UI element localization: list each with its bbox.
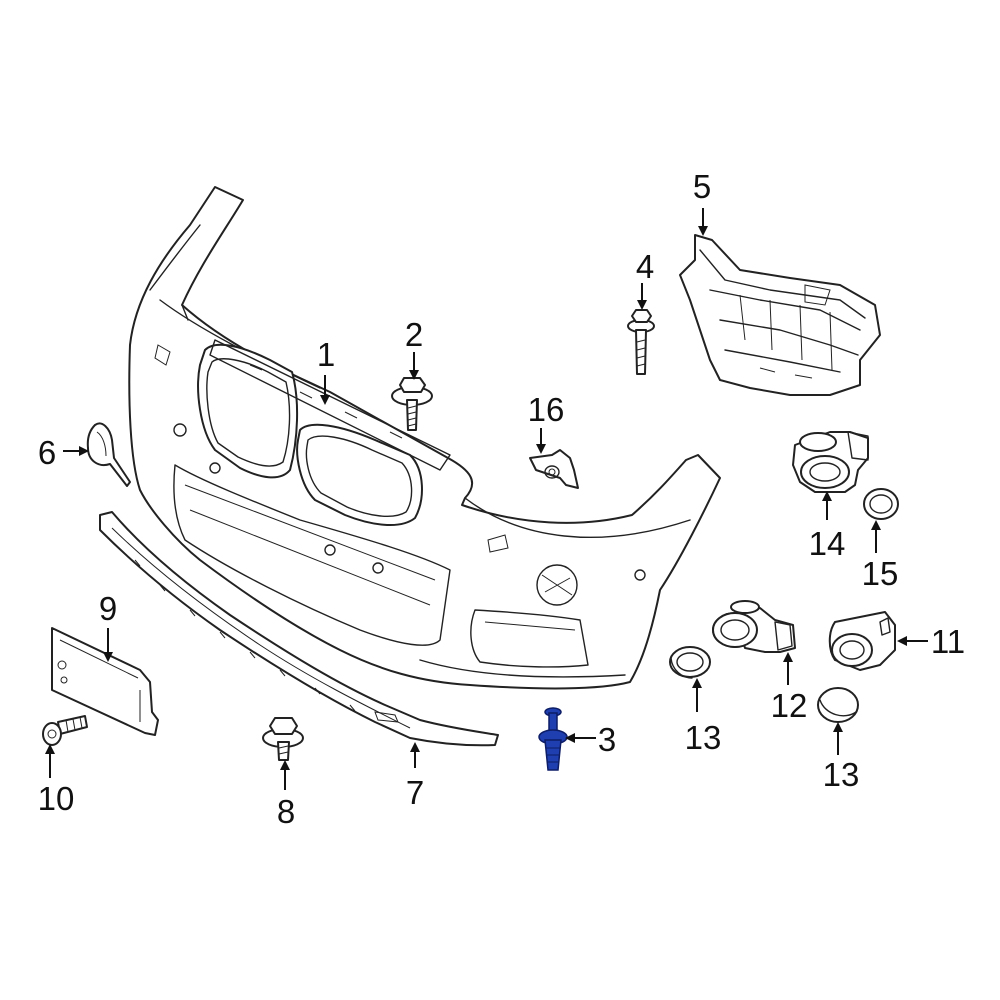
ring-part-13-left[interactable] <box>669 646 711 679</box>
callout-labels: 1 2 3 4 5 6 7 8 9 10 11 12 13 13 14 15 1… <box>38 168 965 830</box>
bumper-cover-part[interactable] <box>128 186 721 690</box>
callout-9: 9 <box>99 590 117 627</box>
clip-bracket-part-16[interactable] <box>529 449 579 489</box>
callout-13-right: 13 <box>823 756 860 793</box>
bracket-part-5[interactable] <box>679 234 881 396</box>
callout-2: 2 <box>405 316 423 353</box>
callout-15: 15 <box>862 555 899 592</box>
callout-6: 6 <box>38 434 56 471</box>
ring-part-15[interactable] <box>863 488 899 520</box>
clip-part-3-highlighted[interactable] <box>538 707 568 771</box>
callout-1: 1 <box>317 336 335 373</box>
bolt-washer-part-8[interactable] <box>262 717 304 761</box>
callout-4: 4 <box>636 248 654 285</box>
callout-14: 14 <box>809 525 846 562</box>
callout-5: 5 <box>693 168 711 205</box>
sensor-part-14[interactable] <box>792 431 869 493</box>
callout-7: 7 <box>406 774 424 811</box>
callout-16: 16 <box>528 391 565 428</box>
callout-8: 8 <box>277 793 295 830</box>
callout-13-left: 13 <box>685 719 722 756</box>
callout-3: 3 <box>598 721 616 758</box>
bolt-part-10[interactable] <box>42 715 88 746</box>
cap-part-13-right[interactable] <box>817 687 859 723</box>
bolt-washer-part-2[interactable] <box>391 377 433 431</box>
cover-cap-part-6[interactable] <box>86 422 131 487</box>
callout-11: 11 <box>931 623 965 660</box>
callout-10: 10 <box>38 780 75 817</box>
license-bracket-part-9[interactable] <box>51 627 159 736</box>
bolt-part-4[interactable] <box>627 309 655 375</box>
sensor-holder-part-11[interactable] <box>828 611 896 671</box>
leader-arrows <box>45 208 928 790</box>
deflector-strip-part-7[interactable] <box>99 511 499 747</box>
sensor-part-12[interactable] <box>712 600 796 653</box>
callout-12: 12 <box>771 687 808 724</box>
